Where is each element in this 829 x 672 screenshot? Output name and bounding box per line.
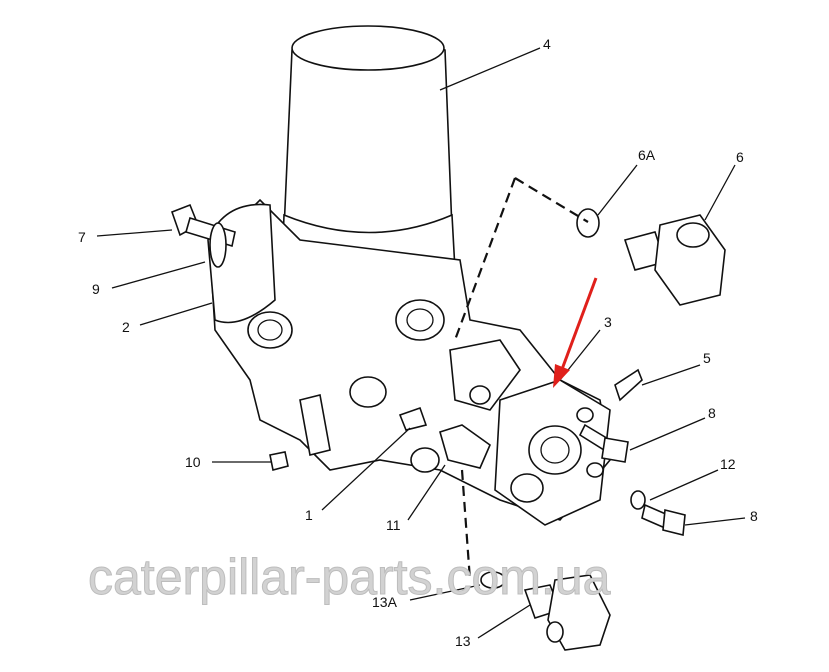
callout-3: 3	[604, 314, 612, 330]
callout-7: 7	[78, 229, 86, 245]
fitting-13	[523, 574, 611, 651]
callout-13: 13	[455, 633, 471, 649]
bolt-8-upper	[578, 368, 643, 463]
callout-8-lower: 8	[750, 508, 758, 524]
callout-1: 1	[305, 507, 313, 523]
end-plate	[449, 339, 611, 526]
callout-5: 5	[703, 350, 711, 366]
bolt-7	[170, 203, 236, 268]
bolt-8-lower	[630, 490, 686, 537]
filter-canister	[281, 25, 456, 286]
callout-11: 11	[386, 517, 401, 533]
highlight-arrow	[553, 277, 598, 388]
callout-9: 9	[92, 281, 100, 297]
pin-1	[398, 406, 428, 431]
fitting-11	[439, 424, 491, 469]
callout-4: 4	[543, 36, 551, 52]
callout-8-upper: 8	[708, 405, 716, 421]
fitting-6	[576, 208, 726, 306]
callout-2: 2	[122, 319, 130, 335]
callout-6a: 6A	[638, 147, 656, 163]
callout-12: 12	[720, 456, 736, 472]
callout-10: 10	[185, 454, 201, 470]
seal-13a	[480, 571, 506, 589]
watermark: caterpillar-parts.com.ua	[87, 549, 611, 605]
leader-lines	[96, 47, 746, 639]
callout-6: 6	[736, 149, 744, 165]
plug-10	[269, 451, 289, 471]
callout-13a: 13A	[372, 594, 397, 610]
